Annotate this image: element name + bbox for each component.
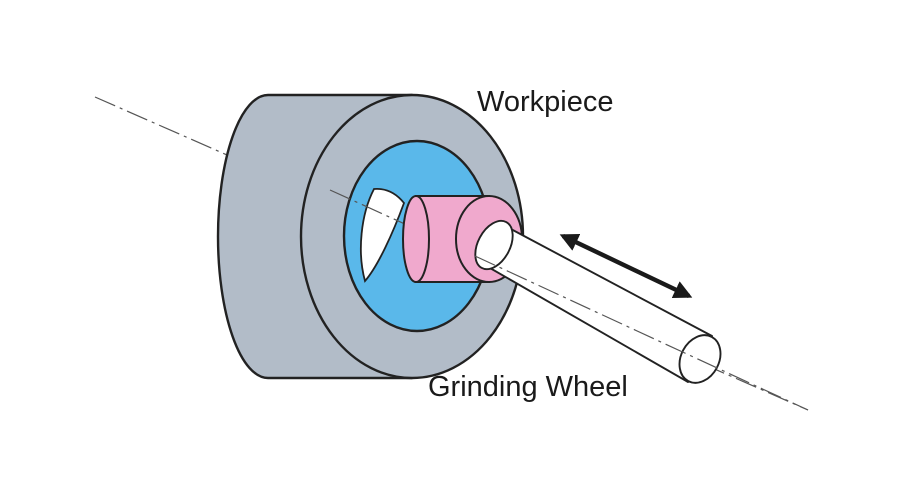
grinding-wheel [402,195,523,283]
grinding-wheel-label: Grinding Wheel [428,371,628,403]
spindle-collar [474,219,514,271]
workpiece [216,93,525,380]
bore-back-opening [360,188,406,283]
double-arrow-icon [559,234,693,298]
grinding-wheel-back-edge [402,195,430,283]
spindle [474,219,722,384]
workpiece-label: Workpiece [477,86,614,118]
